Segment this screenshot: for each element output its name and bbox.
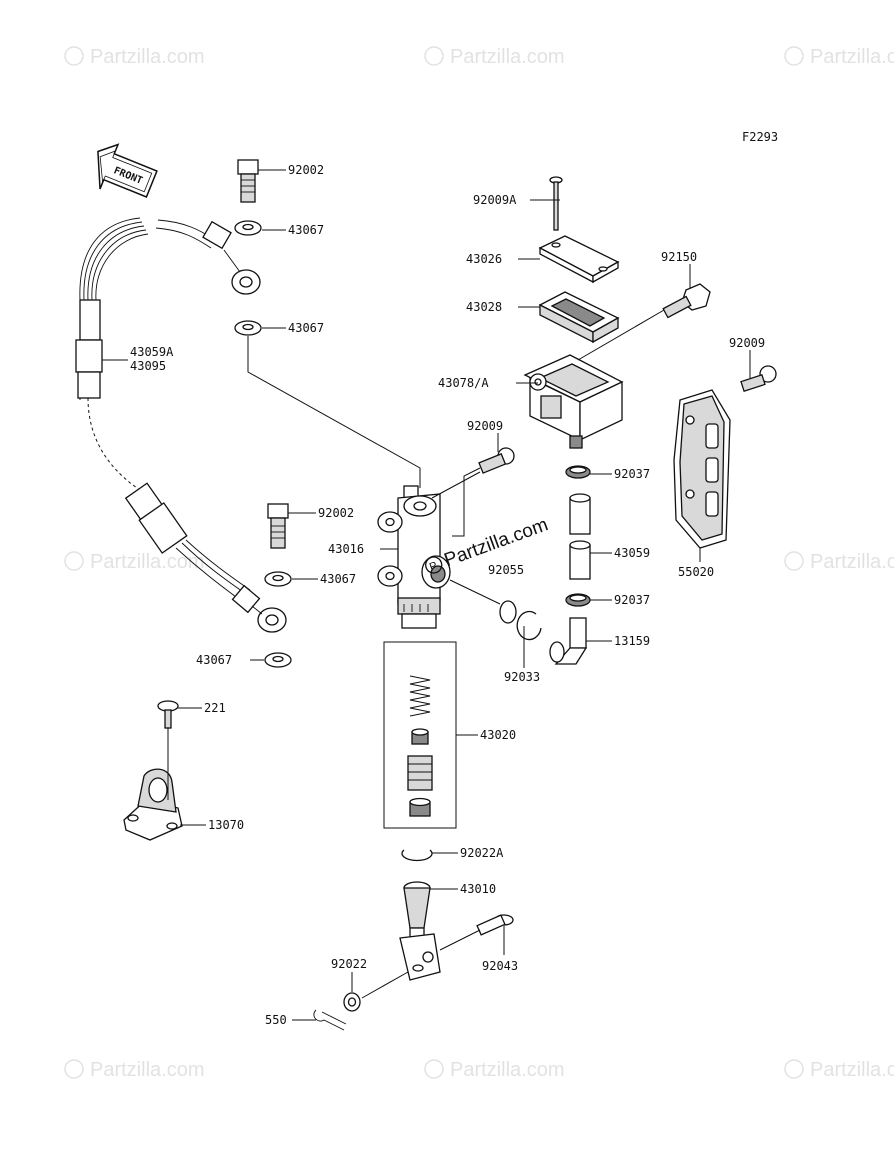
svg-text:Partzilla.com: Partzilla.com xyxy=(90,46,204,68)
part-label: 43028 xyxy=(466,300,502,314)
front-arrow-icon: FRONT xyxy=(97,143,158,198)
watermark: Partzilla.com xyxy=(64,46,204,68)
master-cylinder-body xyxy=(377,485,451,629)
part-label: 43067 xyxy=(288,223,324,237)
svg-text:Partzilla.com: Partzilla.com xyxy=(810,1059,894,1081)
figure-code: F2293 xyxy=(742,130,778,144)
svg-text:P: P xyxy=(428,560,439,574)
part-label: 92002 xyxy=(318,506,354,520)
circlip xyxy=(516,610,542,641)
heel-guard-plate xyxy=(673,389,731,549)
svg-text:Partzilla.com: Partzilla.com xyxy=(810,46,894,68)
guard-bolt xyxy=(740,365,777,392)
reservoir-screw xyxy=(157,700,179,729)
watermark: Partzilla.com xyxy=(64,1059,204,1081)
part-number-labels: 92002 43067 43067 43059A 43095 92009A 43… xyxy=(130,163,765,1027)
crush-washer-4 xyxy=(264,652,292,668)
hose-fitting-upper xyxy=(75,299,103,400)
reservoir-bolt xyxy=(662,283,711,319)
piston xyxy=(407,755,433,791)
part-label: 92002 xyxy=(288,163,324,177)
watermark: Partzilla.com xyxy=(64,551,204,573)
cotter-pin xyxy=(313,1009,347,1031)
hose-cut-line xyxy=(87,397,141,491)
reservoir-body xyxy=(523,354,624,449)
reservoir-hose xyxy=(569,493,591,580)
o-ring xyxy=(499,600,517,624)
reservoir-bracket xyxy=(123,768,183,841)
part-label: 92009A xyxy=(473,193,517,207)
part-label: 43067 xyxy=(196,653,232,667)
crush-washer-3 xyxy=(264,571,292,587)
part-label: 92055 xyxy=(488,563,524,577)
watermark: Partzilla.com xyxy=(784,1059,894,1081)
watermark-layer: Partzilla.com Partzilla.com Partzilla.co… xyxy=(64,46,894,1081)
part-label: 55020 xyxy=(678,565,714,579)
clevis-washer xyxy=(343,992,361,1012)
mounting-bolt xyxy=(478,447,515,474)
part-label: 13070 xyxy=(208,818,244,832)
svg-text:Partzilla.com: Partzilla.com xyxy=(450,46,564,68)
svg-text:Partzilla.com: Partzilla.com xyxy=(450,1059,564,1081)
crush-washer-2 xyxy=(234,320,262,336)
part-label: 92009 xyxy=(729,336,765,350)
hose-clamp-upper xyxy=(565,465,591,479)
brake-hose-lower xyxy=(124,482,287,633)
svg-text:Partzilla.com: Partzilla.com xyxy=(90,1059,204,1081)
watermark: Partzilla.com xyxy=(424,46,564,68)
watermark: Partzilla.com xyxy=(424,1059,564,1081)
part-label: 550 xyxy=(265,1013,287,1027)
svg-text:Partzilla.com: Partzilla.com xyxy=(810,551,894,573)
reservoir-cap-screw xyxy=(549,176,563,231)
svg-text:Partzilla.com: Partzilla.com xyxy=(90,551,204,573)
hose-elbow-fitting xyxy=(549,617,588,665)
push-rod xyxy=(399,881,441,981)
part-label: 92009 xyxy=(467,419,503,433)
part-label: 92033 xyxy=(504,670,540,684)
part-label: 43010 xyxy=(460,882,496,896)
part-label: 221 xyxy=(204,701,226,715)
part-label: 43026 xyxy=(466,252,502,266)
hose-clamp-lower xyxy=(565,593,591,607)
piston-spring xyxy=(409,675,431,717)
primary-cup xyxy=(411,728,429,745)
banjo-bolt-middle xyxy=(267,503,289,549)
part-label: 92037 xyxy=(614,593,650,607)
part-label: 92022A xyxy=(460,846,504,860)
clevis-pin xyxy=(476,914,514,936)
part-label: 43067 xyxy=(320,572,356,586)
crush-washer-1 xyxy=(234,220,262,236)
banjo-bolt-top xyxy=(237,159,259,203)
part-label: 92022 xyxy=(331,957,367,971)
part-label: 43016 xyxy=(328,542,364,556)
leader-lines xyxy=(102,169,751,1021)
watermark: Partzilla.com xyxy=(784,46,894,68)
secondary-cup xyxy=(409,797,431,817)
reservoir-diaphragm xyxy=(538,291,620,344)
part-label: 43095 xyxy=(130,359,166,373)
part-label: 43067 xyxy=(288,321,324,335)
part-label: 43078/A xyxy=(438,376,489,390)
part-label: 43020 xyxy=(480,728,516,742)
part-label: 92150 xyxy=(661,250,697,264)
part-label: 92043 xyxy=(482,959,518,973)
part-label: 43059 xyxy=(614,546,650,560)
brake-hose-upper xyxy=(79,217,261,301)
part-label: 13159 xyxy=(614,634,650,648)
part-label: 92037 xyxy=(614,467,650,481)
snap-ring xyxy=(401,849,433,862)
watermark: Partzilla.com xyxy=(784,551,894,573)
part-label: 43059A xyxy=(130,345,174,359)
reservoir-cap xyxy=(538,235,620,284)
